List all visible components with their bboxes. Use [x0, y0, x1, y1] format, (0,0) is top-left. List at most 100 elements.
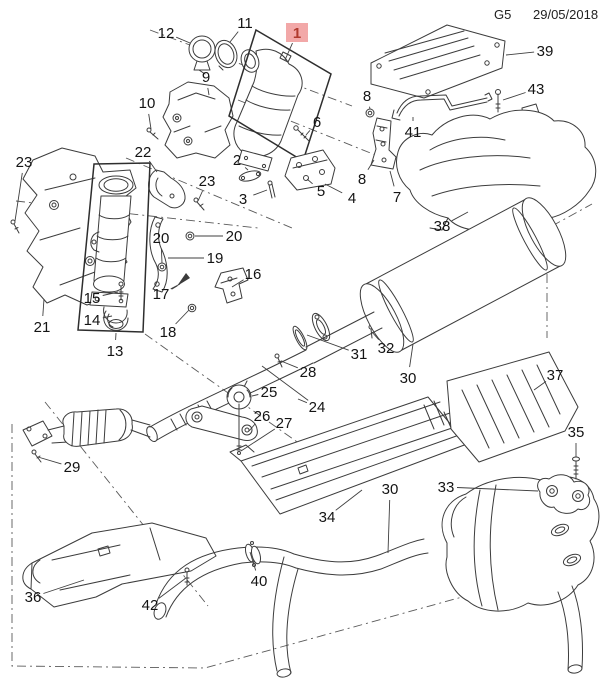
- heat-shield-36: [22, 522, 217, 608]
- leader-line-4: [324, 183, 343, 194]
- mount-bracket-16: [214, 267, 249, 304]
- callout-27: 27: [276, 415, 293, 432]
- leader-line-20: [160, 248, 163, 264]
- callout-20: 20: [226, 228, 243, 245]
- date-stamp: 29/05/2018: [533, 7, 599, 22]
- bolt-43: [495, 89, 501, 113]
- leader-line-22: [148, 160, 158, 173]
- callout-8: 8: [358, 171, 366, 188]
- callout-8: 8: [363, 88, 371, 105]
- hanger-bracket-33: [537, 474, 591, 514]
- callout-37: 37: [547, 367, 564, 384]
- leader-line-30: [387, 499, 391, 554]
- callout-10: 10: [139, 95, 156, 112]
- leader-line-12: [176, 36, 191, 44]
- center-muffler-30: [305, 197, 567, 364]
- callout-14: 14: [84, 312, 101, 329]
- leader-line-15: [102, 291, 119, 296]
- callout-17: 17: [153, 286, 170, 303]
- callout-41: 41: [405, 124, 422, 141]
- leader-line-36: [43, 579, 85, 594]
- bolt-6: [293, 125, 310, 142]
- leader-line-7: [389, 170, 395, 187]
- callout-40: 40: [251, 573, 268, 590]
- leader-line-26: [248, 424, 256, 432]
- callout-19: 19: [207, 250, 224, 267]
- front-flex-pipe-29: [22, 408, 151, 447]
- callout-23: 23: [199, 173, 216, 190]
- callout-11: 11: [237, 15, 253, 32]
- callout-31: 31: [351, 346, 368, 363]
- callout-30: 30: [400, 370, 417, 387]
- flange-rings-31-32: [292, 312, 331, 351]
- callout-21: 21: [34, 319, 51, 336]
- leader-line-34: [335, 489, 363, 511]
- leader-line-3: [253, 189, 268, 196]
- leader-line-27: [240, 428, 276, 452]
- callout-38: 38: [434, 218, 451, 235]
- callout-12: 12: [158, 25, 175, 42]
- leader-line-42: [158, 577, 187, 599]
- clamp-14: [103, 310, 129, 331]
- callout-15: 15: [84, 290, 101, 307]
- leader-line-24: [261, 365, 309, 401]
- bolt-10: [146, 127, 159, 140]
- hanger-arm-26: [185, 405, 258, 441]
- bolt-15: [118, 281, 124, 301]
- nut-20-left: [157, 262, 167, 272]
- callout-18: 18: [160, 324, 177, 341]
- stud-3: [267, 180, 276, 199]
- leader-line-6: [305, 130, 311, 136]
- leader-line-16: [231, 279, 244, 288]
- leader-line-25: [251, 394, 259, 397]
- support-rod-41: [391, 92, 493, 121]
- callout-9: 9: [202, 69, 210, 86]
- callout-5: 5: [317, 183, 325, 200]
- callout-16: 16: [245, 266, 262, 283]
- leader-line-33: [456, 487, 539, 492]
- callout-1-highlighted: 1: [293, 25, 301, 42]
- leader-line-23: [197, 190, 203, 202]
- callout-3: 3: [239, 191, 247, 208]
- leader-line-11: [229, 31, 239, 43]
- leader-line-21: [42, 298, 45, 317]
- callout-2: 2: [233, 152, 241, 169]
- leader-line-37: [533, 381, 547, 391]
- bracket-22: [148, 169, 186, 209]
- leader-line-29: [37, 456, 62, 465]
- leader-line-39: [505, 51, 535, 56]
- callout-43: 43: [528, 81, 545, 98]
- catalytic-converter-13: [89, 175, 134, 329]
- nut-8-upper: [365, 108, 375, 118]
- skid-plate-39: [370, 24, 506, 99]
- leader-line-24: [297, 398, 308, 404]
- callout-36: 36: [25, 589, 42, 606]
- heat-shield-9: [162, 81, 234, 159]
- leader-line-18: [175, 309, 190, 325]
- leader-line-5: [306, 178, 313, 185]
- callout-28: 28: [300, 364, 317, 381]
- callout-6: 6: [313, 114, 321, 131]
- callout-39: 39: [537, 43, 554, 60]
- part-13-box: [77, 162, 151, 333]
- callout-33: 33: [438, 479, 455, 496]
- leader-line-17: [170, 283, 181, 290]
- gasket-ring-11: [214, 39, 238, 71]
- bolt-27: [236, 403, 242, 455]
- leader-line-23: [14, 172, 23, 222]
- callout-35: 35: [568, 424, 585, 441]
- callout-24: 24: [309, 399, 326, 416]
- leader-line-31: [306, 334, 349, 351]
- mount-plate-5-4: [284, 149, 336, 191]
- callout-26: 26: [254, 408, 271, 425]
- leader-line-1: [284, 42, 293, 61]
- rear-pipe-30: [153, 538, 429, 678]
- callout-30: 30: [382, 481, 399, 498]
- rear-heat-shield-37: [446, 351, 579, 463]
- leader-line-14: [102, 315, 113, 319]
- bolt-23-left: [10, 219, 20, 234]
- leader-line-38: [451, 211, 469, 222]
